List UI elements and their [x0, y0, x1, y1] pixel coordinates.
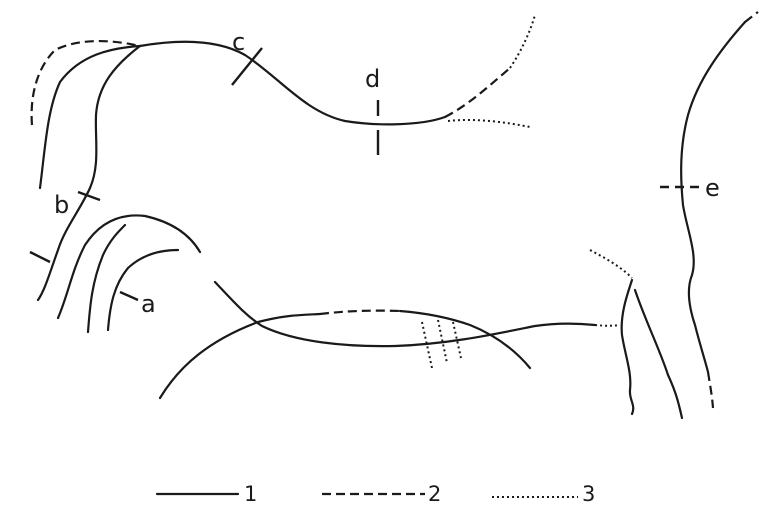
- label-a: a: [141, 290, 156, 318]
- tick-c: [231, 47, 263, 86]
- muzzle-line-2: [86, 223, 127, 334]
- tick-b: [77, 190, 101, 202]
- rump-line-dashed: [706, 371, 715, 409]
- legend-dotted-label: 3: [582, 482, 595, 506]
- vertical-dotted-2: [437, 319, 448, 364]
- tick-a: [119, 290, 139, 302]
- branch-line-dotted: [447, 118, 531, 128]
- belly-dotted-end: [594, 324, 621, 327]
- forehead-line: [36, 44, 142, 302]
- legend-solid-label: 1: [244, 482, 257, 506]
- rump-line: [680, 20, 747, 374]
- label-b: b: [54, 191, 69, 219]
- rump-top-dashed: [744, 11, 759, 23]
- horn-inner-line: [38, 44, 142, 190]
- dorsal-line-dotted: [509, 14, 536, 69]
- horn-outer-dashed: [30, 39, 141, 126]
- vertical-dotted-3: [452, 321, 462, 359]
- label-d: d: [365, 65, 380, 93]
- legend-dashed-label: 2: [428, 482, 441, 506]
- muzzle-line-1: [56, 214, 202, 320]
- label-c: c: [232, 28, 245, 56]
- label-e: e: [705, 174, 720, 202]
- muzzle-line-3: [106, 248, 180, 332]
- hind-leg-solid: [620, 278, 635, 416]
- cross-line-solid: [398, 309, 532, 370]
- cross-line: [158, 312, 322, 400]
- hind-leg-inner: [633, 288, 684, 420]
- dorsal-line: [138, 40, 447, 126]
- dorsal-line-dashed: [444, 67, 511, 118]
- belly-curve: [213, 280, 597, 348]
- hind-dotted: [589, 249, 633, 279]
- cross-line-dashed: [319, 309, 401, 316]
- tick-b-lower: [29, 250, 51, 264]
